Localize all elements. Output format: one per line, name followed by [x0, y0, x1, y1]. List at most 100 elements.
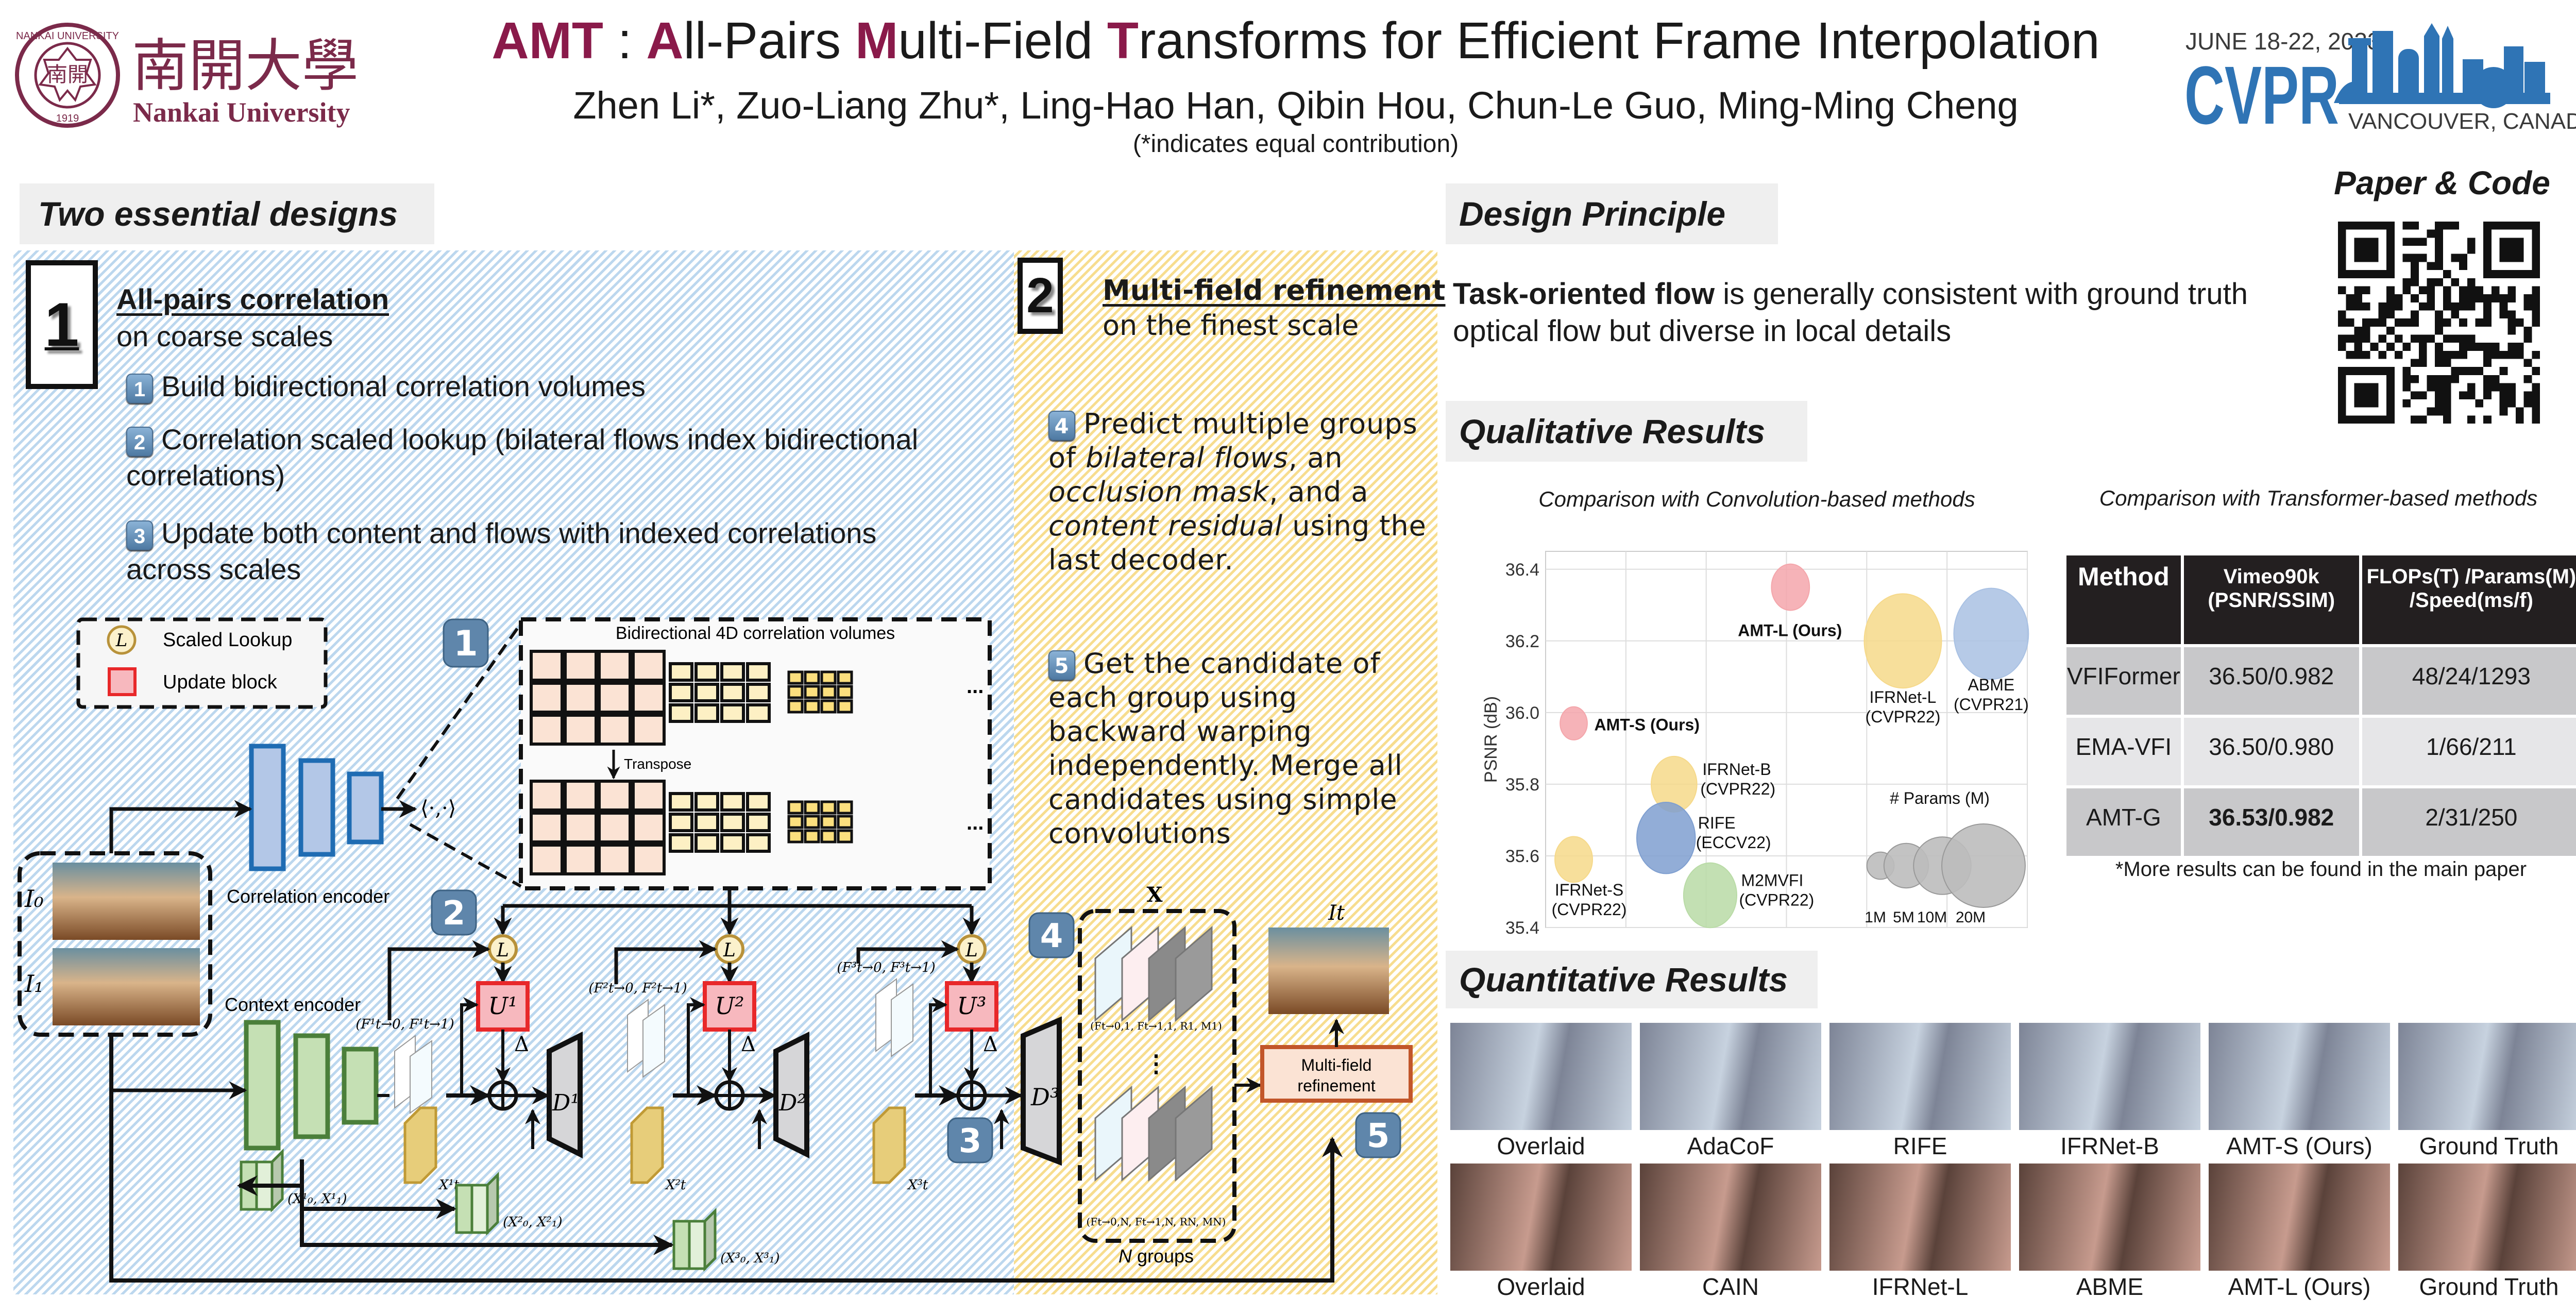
corr-encoder-layer-1	[249, 744, 286, 871]
corr-cell	[598, 780, 632, 812]
result-image	[1640, 1023, 1821, 1130]
result-image	[2209, 1164, 2390, 1271]
group-first-label: (Ft→0,1, Ft→1,1, R1, M1)	[1090, 1020, 1222, 1032]
result-label: IFRNet-B	[2060, 1133, 2159, 1159]
svg-text:L: L	[496, 940, 509, 961]
svg-text:L: L	[965, 940, 978, 961]
svg-text:5: 5	[1367, 1117, 1390, 1155]
svg-text:南開: 南開	[47, 63, 88, 87]
paper-code-heading: Paper & Code	[2334, 164, 2550, 201]
input-frame-0	[53, 863, 200, 940]
corr-encoder-label: Correlation encoder	[227, 886, 389, 907]
result-label: CAIN	[1702, 1273, 1759, 1300]
corr-encoder-layer-3	[347, 771, 384, 845]
update-block-icon	[108, 667, 137, 696]
bubble-chart: 102.2102.4102.6102.8103.0103.235.435.635…	[1481, 551, 2035, 938]
x-tick-label: 102.6	[1769, 936, 1804, 938]
flow-label: (F²t→0, F²t→1)	[588, 981, 687, 996]
corr-cell	[530, 844, 564, 875]
corr-cell	[669, 792, 693, 812]
table-header: FLOPs(T) /Params(M) /Speed(ms/f)	[2362, 555, 2576, 644]
poster-title: AMT : All-Pairs Multi-Field Transforms f…	[438, 7, 2154, 74]
context-feature	[672, 1220, 691, 1270]
corr-cell	[787, 699, 804, 714]
svg-text:Δ: Δ	[741, 1033, 756, 1056]
step-badge-2: 2	[126, 427, 153, 457]
output-field-map	[1175, 1085, 1213, 1182]
y-tick-label: 36.0	[1505, 703, 1539, 723]
result-image	[1450, 1023, 1632, 1130]
section-heading-quantitative: Quantitative Results	[1446, 951, 1818, 1008]
legend-scaled-lookup: Scaled Lookup	[163, 629, 292, 651]
point-label: AMT-S (Ours)	[1595, 716, 1700, 734]
corr-cell	[746, 792, 771, 812]
title-part: A	[646, 12, 684, 70]
corr-cell	[530, 714, 564, 746]
update-block-3	[945, 981, 998, 1032]
svg-text:4: 4	[1040, 917, 1063, 955]
result-label: Overlaid	[1497, 1273, 1585, 1300]
step-badge-3-icon: 3	[947, 1117, 993, 1164]
corr-cell	[530, 650, 564, 682]
point-venue: (CVPR22)	[1866, 707, 1941, 726]
multi-field-refinement-block	[1260, 1045, 1413, 1103]
design1-subtitle: on coarse scales	[116, 320, 333, 352]
point-venue: (ECCV22)	[1696, 833, 1771, 852]
nankai-chinese-name: 南開大學	[132, 33, 359, 99]
x-tick-label: 102.2	[1608, 936, 1643, 938]
title-part: M	[855, 12, 899, 70]
corr-cell	[837, 685, 853, 699]
section-heading-two-designs: Two essential designs	[20, 183, 434, 244]
corr-cell	[564, 844, 598, 875]
corr-cell	[837, 699, 853, 714]
feature-volume	[872, 1106, 906, 1184]
corr-cell	[669, 813, 693, 832]
title-part: ll-Pairs	[683, 12, 855, 70]
corr-cell	[632, 714, 666, 746]
result-image	[1829, 1023, 2011, 1130]
corr-cell	[669, 662, 693, 682]
flow-map	[891, 983, 913, 1057]
result-image	[2398, 1164, 2576, 1271]
transpose-label: Transpose	[624, 756, 691, 772]
output-label: It	[1328, 901, 1345, 925]
section-heading-qualitative: Qualitative Results	[1446, 401, 1807, 462]
corr-cell	[598, 812, 632, 844]
corr-cell	[720, 833, 745, 853]
x-tick-label: 102.4	[1688, 936, 1723, 938]
decoder-3	[1021, 1016, 1062, 1166]
corr-cell	[564, 780, 598, 812]
result-label: ABME	[2076, 1273, 2144, 1300]
input-label-1: I₁	[24, 970, 44, 998]
input-label-0: I₀	[24, 885, 44, 913]
svg-text:U³: U³	[957, 992, 986, 1020]
corr-cell	[746, 703, 771, 723]
corr-cell	[669, 703, 693, 723]
context-label: (X¹₀, X¹₁)	[287, 1191, 347, 1207]
decoder-1	[547, 1031, 583, 1159]
corr-cell	[530, 780, 564, 812]
corr-cell	[746, 683, 771, 702]
output-field-map	[1175, 925, 1213, 1022]
y-tick-label: 35.8	[1505, 775, 1539, 795]
y-tick-label: 36.2	[1505, 632, 1539, 651]
svg-text:2: 2	[443, 895, 466, 933]
design2-number-box: 2	[1018, 258, 1063, 334]
y-tick-label: 35.4	[1505, 918, 1539, 938]
point-venue: (CVPR22)	[1700, 780, 1775, 798]
title-part: ulti-Field	[898, 12, 1107, 70]
result-label: Ground Truth	[2419, 1273, 2559, 1300]
corr-cell	[669, 833, 693, 853]
design-principle-text: Task-oriented flow is generally consiste…	[1453, 277, 2248, 348]
transformer-comparison-table: Method Vimeo90k (PSNR/SSIM) FLOPs(T) /Pa…	[2063, 552, 2576, 859]
y-tick-label: 35.6	[1505, 847, 1539, 866]
corr-cell	[720, 683, 745, 702]
architecture-diagram: L Scaled Lookup Update block 1 Bidirecti…	[18, 617, 1413, 1283]
svg-text:Nankai University: Nankai University	[133, 97, 350, 128]
ellipsis-1: ...	[967, 675, 984, 698]
corr-cell	[804, 800, 820, 815]
output-groups	[1094, 925, 1213, 1182]
svg-text:U¹: U¹	[488, 992, 517, 1020]
qr-code-icon[interactable]	[2338, 220, 2540, 426]
corr-cell	[598, 714, 632, 746]
